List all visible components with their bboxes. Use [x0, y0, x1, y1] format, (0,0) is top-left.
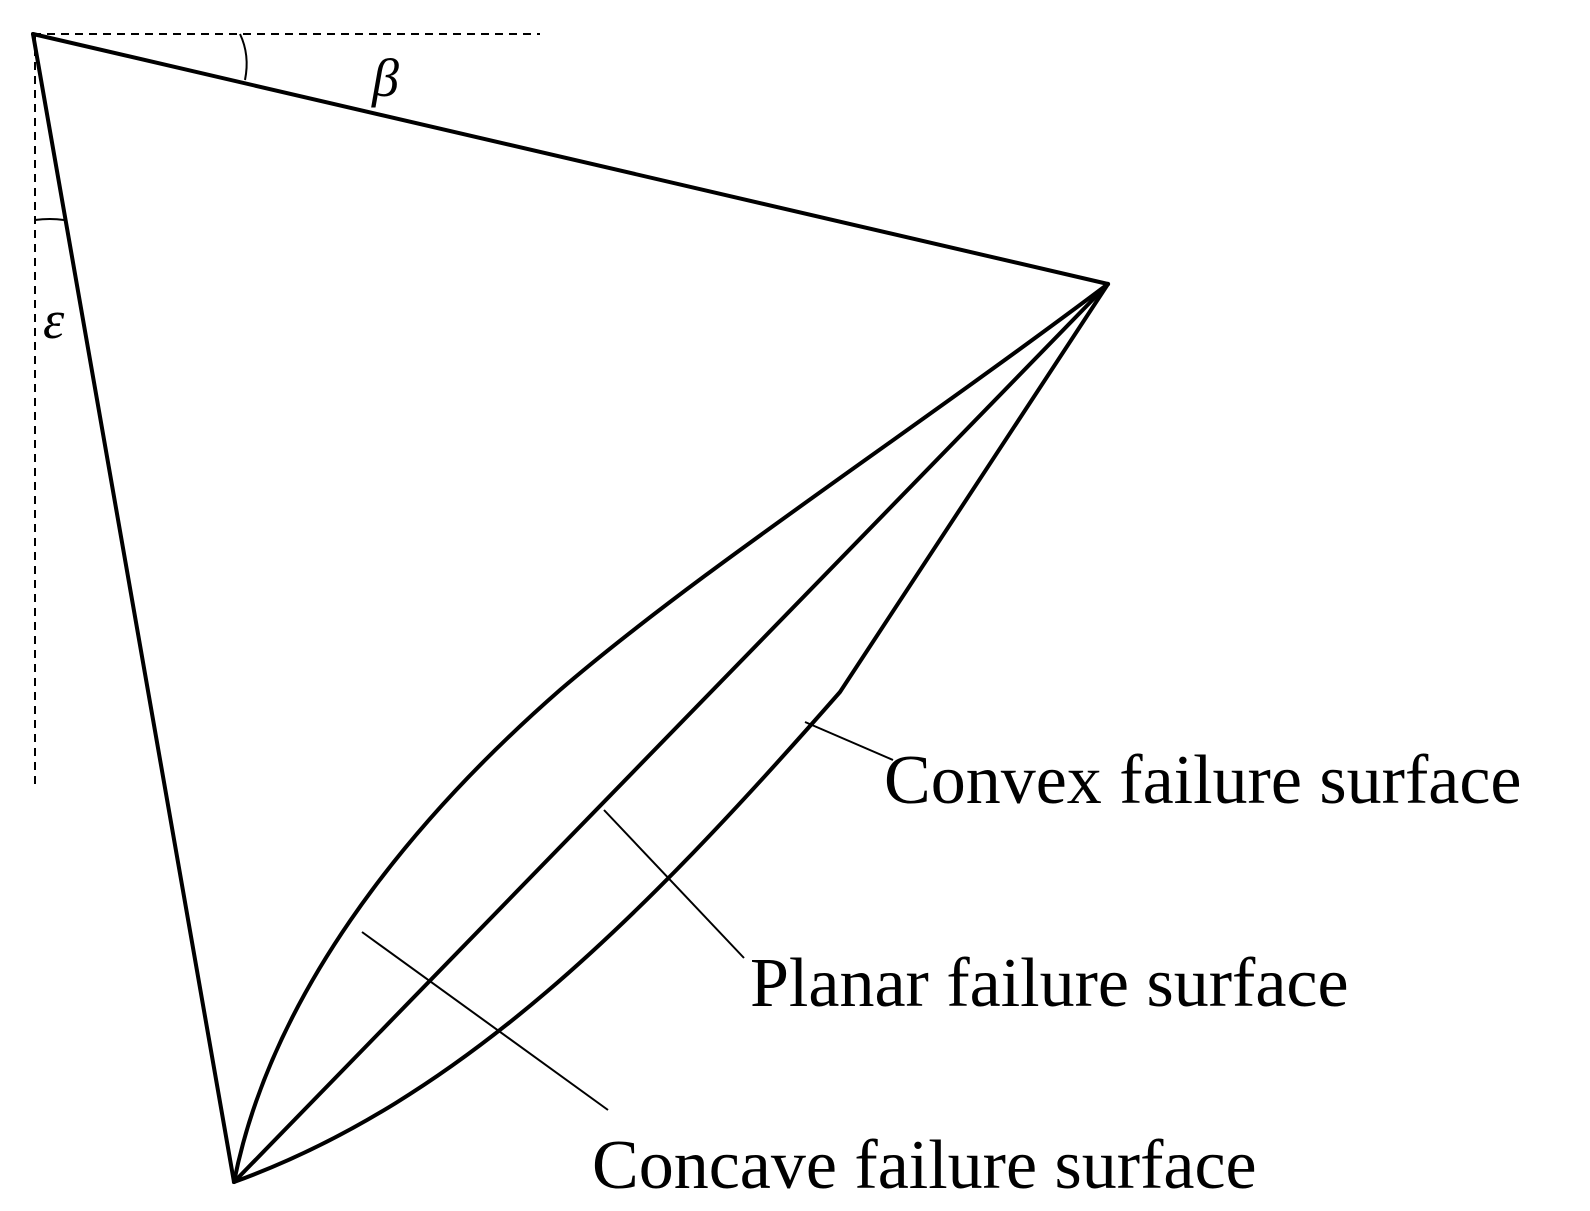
planar-leader-line [603, 809, 745, 959]
concave-surface-label: Concave failure surface [592, 1127, 1257, 1204]
epsilon-angle-arc [34, 218, 65, 221]
planar-surface-label: Planar failure surface [750, 945, 1349, 1022]
convex-surface-label: Convex failure surface [884, 742, 1522, 819]
backfill-surface-line [31, 32, 1110, 286]
beta-angle-arc [239, 33, 248, 81]
concave-leader-line [361, 931, 609, 1111]
convex-leader-line [804, 721, 894, 761]
planar-failure-surface-line [232, 282, 1110, 1184]
beta-label: β [371, 48, 399, 108]
convex-failure-surface-curve [232, 282, 1110, 1184]
wall-back-line [31, 32, 236, 1184]
concave-failure-surface-curve [232, 282, 1110, 1184]
epsilon-label: ε [43, 290, 65, 350]
